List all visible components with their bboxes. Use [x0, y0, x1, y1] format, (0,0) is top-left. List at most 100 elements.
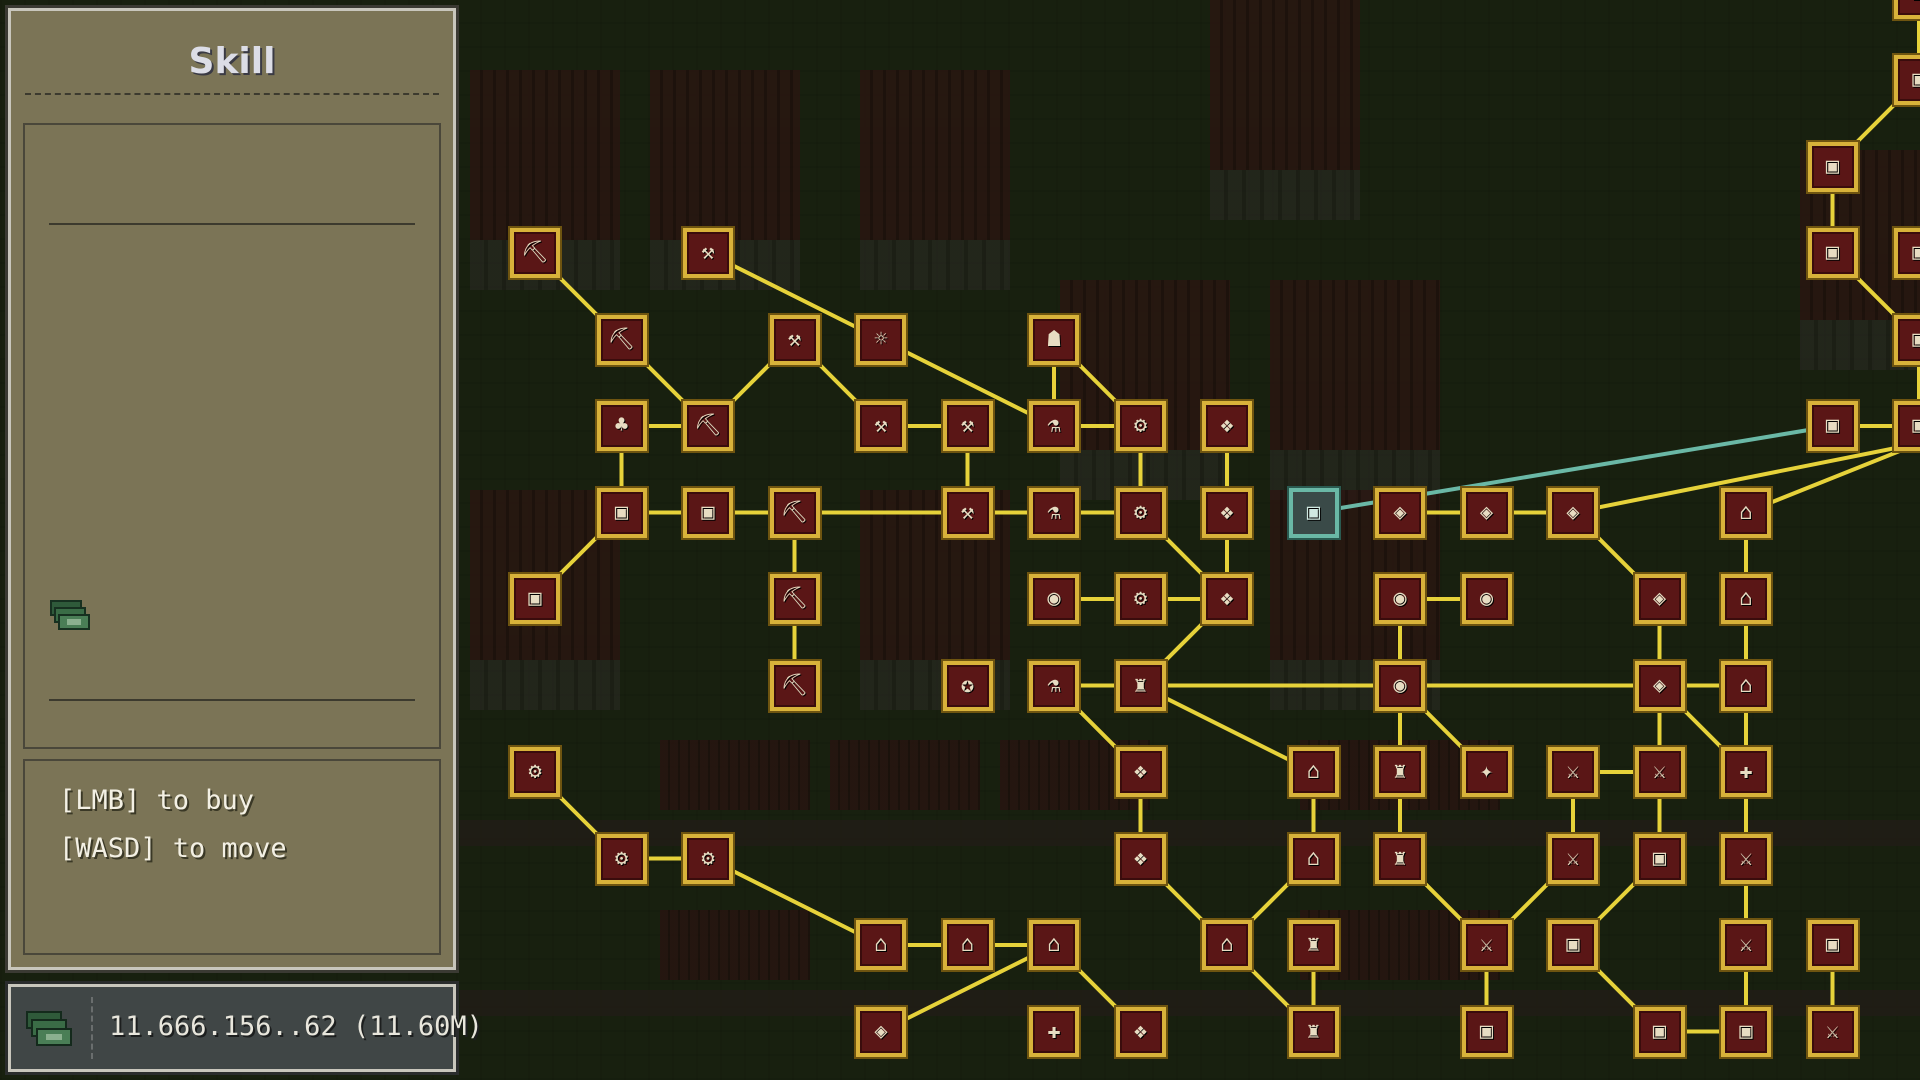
skill-node-g3[interactable]: ⛏ [769, 487, 820, 538]
skill-node-m5[interactable]: ▣ [1461, 1006, 1512, 1057]
skill-node-icon: ◉ [1047, 586, 1061, 611]
skill-node-f5[interactable]: ⚗ [1029, 401, 1079, 451]
skill-node-icon: ⌂ [1047, 932, 1061, 957]
skill-node-m6[interactable]: ▣ [1634, 1006, 1685, 1057]
skill-node-icon: ✚ [1047, 1018, 1061, 1044]
skill-node-e2[interactable]: ⚒ [769, 314, 820, 365]
skill-node-j5[interactable]: ✦ [1461, 747, 1512, 797]
skill-node-m8[interactable]: ⚔ [1807, 1006, 1858, 1057]
skill-node-g2[interactable]: ▣ [683, 487, 733, 538]
skill-node-icon: ◈ [1652, 672, 1667, 698]
skill-node-h8[interactable]: ◈ [1634, 574, 1685, 624]
skill-node-h4[interactable]: ⚙ [1115, 574, 1166, 624]
skill-node-g1[interactable]: ▣ [596, 487, 647, 538]
skill-node-i5[interactable]: ◉ [1375, 660, 1425, 711]
skill-node-l7[interactable]: ▣ [1548, 920, 1598, 970]
skill-node-g8[interactable]: ◈ [1375, 487, 1425, 538]
skill-node-m1[interactable]: ◈ [856, 1006, 906, 1057]
skill-node-icon: ⚙ [1133, 413, 1148, 438]
skill-node-icon: ⌂ [1739, 499, 1753, 525]
skill-node-d3[interactable]: ▣ [1807, 228, 1858, 278]
skill-node-icon: ◉ [1393, 672, 1407, 698]
skill-node-l4[interactable]: ⌂ [1202, 920, 1252, 970]
skill-node-f3[interactable]: ⚒ [856, 401, 906, 451]
skill-node-icon: ◉ [1393, 586, 1407, 611]
skill-node-i7[interactable]: ⌂ [1721, 660, 1771, 711]
skill-node-l8[interactable]: ⚔ [1721, 920, 1771, 970]
money-stack-icon [26, 1011, 72, 1046]
skill-node-i6[interactable]: ◈ [1634, 660, 1685, 711]
skill-node-g9[interactable]: ◈ [1461, 487, 1512, 538]
skill-node-l5[interactable]: ♜ [1288, 920, 1339, 970]
skill-node-a1[interactable]: ☗ [1894, 0, 1920, 19]
skill-node-g7[interactable]: ❖ [1202, 487, 1252, 538]
skill-node-f2[interactable]: ⛏ [683, 401, 733, 451]
skill-node-e1[interactable]: ⛏ [596, 314, 647, 365]
skill-node-icon: ▣ [1825, 240, 1840, 265]
skill-node-j1[interactable]: ⚙ [510, 747, 560, 797]
skill-node-icon: ◈ [1566, 499, 1580, 525]
skill-node-l3[interactable]: ⌂ [1029, 920, 1079, 970]
skill-node-g11[interactable]: ⌂ [1721, 487, 1771, 538]
skill-node-e4[interactable]: ☗ [1029, 314, 1079, 365]
skill-node-j8[interactable]: ✚ [1721, 747, 1771, 797]
skill-node-j7[interactable]: ⚔ [1634, 747, 1685, 797]
skill-node-e5[interactable]: ▣ [1894, 314, 1920, 365]
skill-node-i1[interactable]: ⛏ [769, 660, 820, 711]
skill-node-h2[interactable]: ⛏ [769, 574, 820, 624]
skill-node-icon: ▣ [701, 499, 715, 525]
skill-node-f8[interactable]: ▣ [1807, 401, 1858, 451]
skill-node-j3[interactable]: ⌂ [1288, 747, 1339, 797]
skill-node-icon: ⌂ [1306, 845, 1321, 871]
skill-node-h7[interactable]: ◉ [1461, 574, 1512, 624]
skill-node-l6[interactable]: ⚔ [1461, 920, 1512, 970]
skill-node-f1[interactable]: ♣ [596, 401, 647, 451]
skill-node-j2[interactable]: ❖ [1115, 747, 1166, 797]
money-stack-icon [50, 600, 90, 630]
skill-node-h1[interactable]: ▣ [510, 574, 560, 624]
skill-node-d4[interactable]: ▣ [1894, 228, 1920, 278]
skill-node-l1[interactable]: ⌂ [856, 920, 906, 970]
skill-node-h3[interactable]: ◉ [1029, 574, 1079, 624]
skill-node-g5[interactable]: ⚗ [1029, 487, 1079, 538]
skill-node-k4[interactable]: ⌂ [1288, 833, 1339, 884]
description-divider-top [49, 223, 415, 225]
skill-node-k7[interactable]: ▣ [1634, 833, 1685, 884]
skill-node-k1[interactable]: ⚙ [596, 833, 647, 884]
skill-node-k6[interactable]: ⚔ [1548, 833, 1598, 884]
skill-node-d2[interactable]: ⚒ [683, 228, 733, 278]
skill-node-g4[interactable]: ⚒ [942, 487, 993, 538]
skill-node-selected[interactable]: ▣ [1288, 487, 1339, 538]
skill-node-i2[interactable]: ✪ [942, 660, 993, 711]
skill-node-k3[interactable]: ❖ [1115, 833, 1166, 884]
skill-node-j6[interactable]: ⚔ [1548, 747, 1598, 797]
skill-node-l2[interactable]: ⌂ [942, 920, 993, 970]
skill-node-g10[interactable]: ◈ [1548, 487, 1598, 538]
skill-node-m3[interactable]: ❖ [1115, 1006, 1166, 1057]
skill-node-k5[interactable]: ♜ [1375, 833, 1425, 884]
skill-node-i4[interactable]: ♜ [1115, 660, 1166, 711]
skill-node-l9[interactable]: ▣ [1807, 920, 1858, 970]
skill-node-icon: ⛏ [780, 586, 809, 611]
skill-node-j4[interactable]: ♜ [1375, 747, 1425, 797]
skill-node-h6[interactable]: ◉ [1375, 574, 1425, 624]
skill-node-icon: ⌂ [874, 932, 888, 957]
skill-node-b1[interactable]: ▣ [1894, 55, 1920, 105]
skill-node-h5[interactable]: ❖ [1202, 574, 1252, 624]
skill-node-icon: ♜ [1393, 845, 1407, 871]
skill-node-e3[interactable]: ☼ [856, 314, 906, 365]
skill-node-i3[interactable]: ⚗ [1029, 660, 1079, 711]
skill-node-f4[interactable]: ⚒ [942, 401, 993, 451]
skill-node-m2[interactable]: ✚ [1029, 1006, 1079, 1057]
skill-node-f6[interactable]: ⚙ [1115, 401, 1166, 451]
skill-node-m7[interactable]: ▣ [1721, 1006, 1771, 1057]
skill-node-m4[interactable]: ♜ [1288, 1006, 1339, 1057]
skill-node-d1[interactable]: ⛏ [510, 228, 560, 278]
skill-node-k8[interactable]: ⚔ [1721, 833, 1771, 884]
skill-node-k2[interactable]: ⚙ [683, 833, 733, 884]
skill-node-h9[interactable]: ⌂ [1721, 574, 1771, 624]
skill-node-f7[interactable]: ❖ [1202, 401, 1252, 451]
skill-node-g6[interactable]: ⚙ [1115, 487, 1166, 538]
skill-node-f9[interactable]: ▣ [1894, 401, 1920, 451]
skill-node-c1[interactable]: ▣ [1807, 141, 1858, 192]
